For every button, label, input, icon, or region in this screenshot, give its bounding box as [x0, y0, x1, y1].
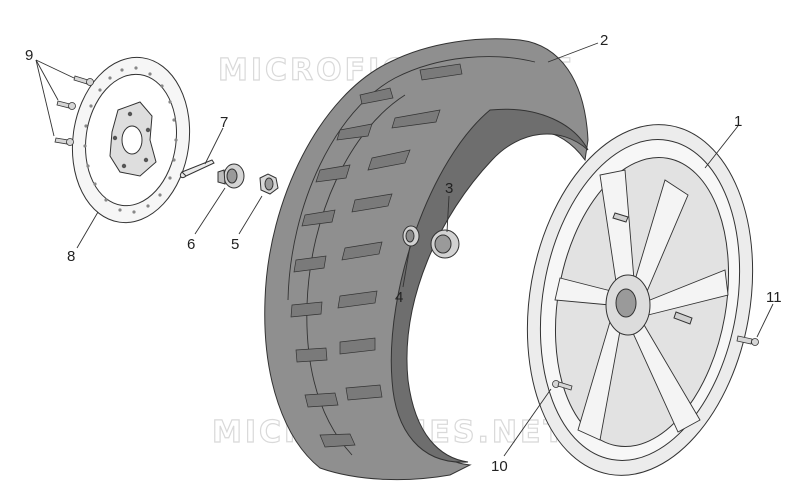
- disc-centre-hole: [121, 125, 143, 155]
- rim-bolt-top: [612, 212, 629, 223]
- brake-disc: [71, 56, 191, 224]
- leader-lines: [35, 42, 774, 457]
- spacer-ring: [402, 225, 420, 247]
- callout-8: 8: [67, 248, 75, 265]
- callout-3: 3: [445, 180, 453, 197]
- rim-hub-bore: [615, 288, 637, 318]
- disc-screws: [54, 75, 94, 146]
- valve-screw: [736, 335, 759, 346]
- split-pin: [179, 159, 215, 179]
- castle-nut: [217, 163, 245, 189]
- callout-5: 5: [231, 236, 239, 253]
- callout-6: 6: [187, 236, 195, 253]
- disc-screw-3: [54, 137, 69, 145]
- bearing: [430, 229, 460, 259]
- callout-2: 2: [600, 32, 608, 49]
- disc-bolt-holes: [112, 111, 151, 169]
- tyre: [264, 38, 589, 481]
- callout-labels: 1 2 3 4 5 6 7 8 9 10 11: [25, 32, 782, 475]
- callout-7: 7: [220, 114, 228, 131]
- callout-11: 11: [766, 289, 782, 306]
- nut: [259, 173, 279, 195]
- tyre-tread-grooves: [290, 63, 463, 448]
- rim-valve: [673, 311, 693, 325]
- rim-spokes: [554, 169, 729, 441]
- disc-screw-1: [73, 75, 89, 85]
- callout-10: 10: [491, 458, 508, 475]
- callout-1: 1: [734, 113, 742, 130]
- callout-9: 9: [25, 47, 33, 64]
- rim-screw: [552, 380, 573, 391]
- tyre-inner-wall: [390, 108, 589, 463]
- disc-screw-2: [56, 100, 71, 109]
- tyre-tread-edge: [287, 56, 536, 301]
- wheel-rim: [526, 124, 754, 476]
- disc-holes: [83, 66, 178, 214]
- callout-4: 4: [395, 289, 403, 306]
